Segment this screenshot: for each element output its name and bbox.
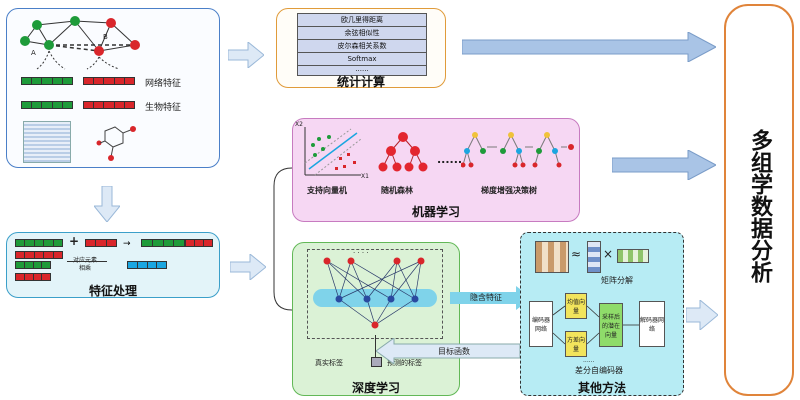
dl-output-arrow xyxy=(375,335,376,357)
svm-axis-x: X1 xyxy=(361,173,369,180)
fp-arrow-1: → xyxy=(123,239,131,249)
fp-arrow-2 xyxy=(67,261,107,262)
arrow-fp-to-methods xyxy=(230,254,266,280)
vae-label: 差分自编码器 xyxy=(575,366,623,375)
stat-item: Softmax xyxy=(298,53,426,66)
arrow-other-to-result xyxy=(686,300,718,330)
matrix-decomp-label: 矩阵分解 xyxy=(601,276,633,285)
node-a-label: A xyxy=(31,49,36,57)
molecule-structure-image xyxy=(96,126,136,161)
fp-plus-sign: + xyxy=(69,234,80,248)
fp-vector-red-2 xyxy=(15,273,51,281)
bracket-connector xyxy=(273,167,293,311)
bio-feature-vector-green xyxy=(21,101,73,109)
times-sign: × xyxy=(603,247,614,261)
graph-node xyxy=(130,40,140,50)
arrow-network-to-stats xyxy=(228,42,264,68)
bio-feature-label: 生物特征 xyxy=(145,103,182,113)
feature-processing-title: 特征处理 xyxy=(88,284,137,298)
graph-node-b xyxy=(94,46,104,56)
feature-processing-panel: + → 对应元素 相乘 特征处理 xyxy=(6,232,220,298)
decoder-box: 解码器网络 xyxy=(639,301,665,347)
graph-node xyxy=(106,18,116,28)
other-methods-title: 其他方法 xyxy=(577,381,626,395)
network-feature-vector-red xyxy=(83,77,135,85)
stat-item: 欧几里得距离 xyxy=(298,14,426,27)
deep-learning-title: 深度学习 xyxy=(351,381,400,395)
fp-vector-red-1 xyxy=(15,251,63,259)
graph-node xyxy=(20,36,30,46)
latent-sample-box: 采样后的潜在向量 xyxy=(599,303,623,347)
graph-node-a xyxy=(44,40,54,50)
vae-dots: ······ xyxy=(583,359,595,366)
encoder-box: 编码器网络 xyxy=(529,301,553,347)
fp-concat-red xyxy=(185,239,213,247)
approx-sign: ≈ xyxy=(571,247,582,261)
network-feature-panel: A B 网络特征 生物特征 xyxy=(6,8,220,168)
mean-vector-box: 均值向量 xyxy=(565,293,587,319)
fp-vector-green-2 xyxy=(15,261,51,269)
gbdt-trees xyxy=(461,132,574,168)
fp-note-line1: 对应元素 xyxy=(73,257,98,264)
sequence-image xyxy=(23,121,71,163)
result-panel: 多组学数据分析 xyxy=(724,4,794,396)
fp-product-blue xyxy=(127,261,167,269)
bio-feature-vector-red xyxy=(83,101,135,109)
machine-learning-panel: X1 X2 支持向量机 随机森林 ...... 梯度增强决策树 机器学习 xyxy=(292,118,580,222)
arrow-network-to-fp xyxy=(94,186,120,222)
statistics-panel: 欧几里得距离 余弦相似性 皮尔森相关系数 Softmax ...... 统计计算 xyxy=(276,8,446,89)
matrix-v xyxy=(617,249,649,263)
graph-node xyxy=(32,20,42,30)
arrow-stats-to-result xyxy=(462,32,716,62)
matrix-u xyxy=(587,241,601,273)
stat-item: 皮尔森相关系数 xyxy=(298,40,426,53)
result-title: 多组学数据分析 xyxy=(747,129,772,283)
variance-vector-box: 方差向量 xyxy=(565,331,587,357)
svm-plot xyxy=(304,127,362,176)
svm-axis-y: X2 xyxy=(295,121,303,128)
arrow-ml-to-result xyxy=(612,150,716,180)
graph-node xyxy=(70,16,80,26)
other-methods-panel: ≈ × 矩阵分解 编码器网络 均值向量 方差向量 采样后的潜在向量 解码器网络 … xyxy=(520,232,684,396)
statistics-list: 欧几里得距离 余弦相似性 皮尔森相关系数 Softmax ...... xyxy=(297,13,427,76)
vae-arrows xyxy=(552,305,639,345)
random-forest-tree xyxy=(378,132,428,172)
node-b-label: B xyxy=(103,33,108,41)
objective-label: 目标函数 xyxy=(438,347,470,356)
ml-ellipsis: ...... xyxy=(437,153,463,166)
machine-learning-title: 机器学习 xyxy=(411,205,460,219)
fp-concat-green xyxy=(141,239,185,247)
statistics-title: 统计计算 xyxy=(336,75,385,89)
stat-item: ...... xyxy=(298,66,426,76)
random-forest-label: 随机森林 xyxy=(381,186,413,195)
gbdt-label: 梯度增强决策树 xyxy=(481,186,537,195)
deep-learning-panel: · · · · 真实标签 预测的标签 深度学习 xyxy=(292,242,460,396)
stat-item: 余弦相似性 xyxy=(298,27,426,40)
fp-note-line2: 相乘 xyxy=(79,265,92,272)
dl-loss-box xyxy=(371,357,382,367)
hidden-feature-label: 隐含特征 xyxy=(470,293,502,302)
objective-arrow xyxy=(376,338,520,364)
svm-label: 支持向量机 xyxy=(307,186,347,195)
dl-pred-label: 预测的标签 xyxy=(387,359,422,367)
dl-dots: · · · · xyxy=(353,249,369,257)
hidden-feature-arrow xyxy=(450,286,532,310)
matrix-r xyxy=(535,241,569,273)
dl-true-label: 真实标签 xyxy=(315,359,343,367)
fp-vector-red-3 xyxy=(85,239,117,247)
dl-neural-network xyxy=(323,257,425,329)
network-feature-label: 网络特征 xyxy=(145,79,182,89)
fp-vector-green-1 xyxy=(15,239,63,247)
network-graph xyxy=(20,16,140,70)
network-feature-vector-green xyxy=(21,77,73,85)
